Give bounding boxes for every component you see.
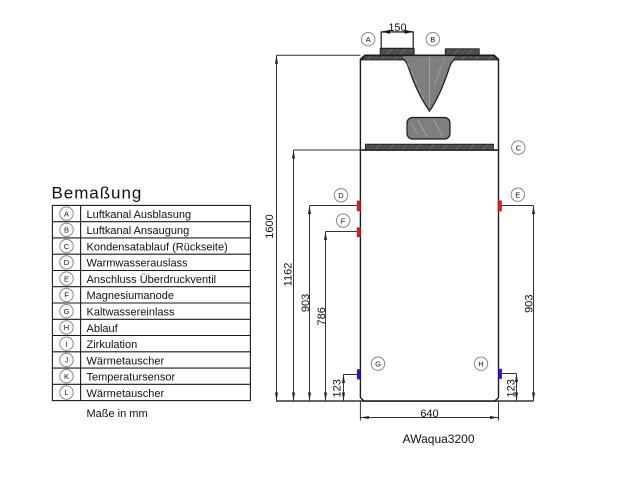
svg-text:Kaltwassereinlass: Kaltwassereinlass (87, 307, 176, 319)
svg-text:C: C (64, 242, 70, 251)
svg-text:E: E (515, 190, 520, 199)
svg-text:123: 123 (505, 379, 517, 397)
svg-text:G: G (64, 307, 70, 316)
svg-text:Magnesiumanode: Magnesiumanode (87, 290, 174, 302)
svg-text:K: K (64, 372, 69, 381)
svg-text:1600: 1600 (264, 214, 276, 238)
svg-text:B: B (64, 226, 69, 235)
svg-text:J: J (65, 356, 69, 365)
svg-text:640: 640 (420, 408, 438, 420)
svg-text:A: A (366, 35, 371, 44)
svg-text:I: I (65, 339, 67, 348)
svg-text:Wärmetauscher: Wärmetauscher (87, 355, 165, 367)
svg-text:E: E (64, 274, 69, 283)
svg-text:Bemaßung: Bemaßung (52, 184, 143, 203)
svg-text:Zirkulation: Zirkulation (87, 339, 138, 351)
svg-text:903: 903 (300, 294, 312, 312)
svg-text:D: D (64, 258, 70, 267)
svg-text:123: 123 (332, 379, 344, 397)
svg-text:L: L (64, 388, 68, 397)
svg-text:Luftkanal Ausblasung: Luftkanal Ausblasung (87, 209, 192, 221)
svg-text:A: A (64, 209, 69, 218)
svg-text:Ablauf: Ablauf (87, 323, 119, 335)
svg-text:Warmwasserauslass: Warmwasserauslass (87, 258, 189, 270)
svg-text:786: 786 (316, 307, 328, 325)
svg-text:G: G (375, 359, 381, 368)
svg-text:150: 150 (388, 22, 406, 34)
svg-text:H: H (478, 359, 483, 368)
svg-text:D: D (338, 191, 344, 200)
svg-text:Temperatursensor: Temperatursensor (87, 372, 176, 384)
svg-text:F: F (341, 216, 346, 225)
svg-text:Anschluss Überdruckventil: Anschluss Überdruckventil (87, 274, 217, 286)
svg-text:Luftkanal Ansaugung: Luftkanal Ansaugung (87, 225, 190, 237)
svg-text:C: C (516, 143, 522, 152)
svg-text:Maße in mm: Maße in mm (87, 408, 148, 420)
svg-text:1162: 1162 (283, 263, 295, 287)
svg-text:B: B (430, 35, 435, 44)
svg-text:Kondensatablauf (Rückseite): Kondensatablauf (Rückseite) (87, 241, 228, 253)
svg-text:903: 903 (524, 295, 536, 313)
svg-text:Wärmetauscher: Wärmetauscher (87, 388, 165, 400)
svg-text:AWaqua3200: AWaqua3200 (403, 432, 475, 446)
svg-text:H: H (64, 323, 69, 332)
svg-text:F: F (64, 291, 69, 300)
